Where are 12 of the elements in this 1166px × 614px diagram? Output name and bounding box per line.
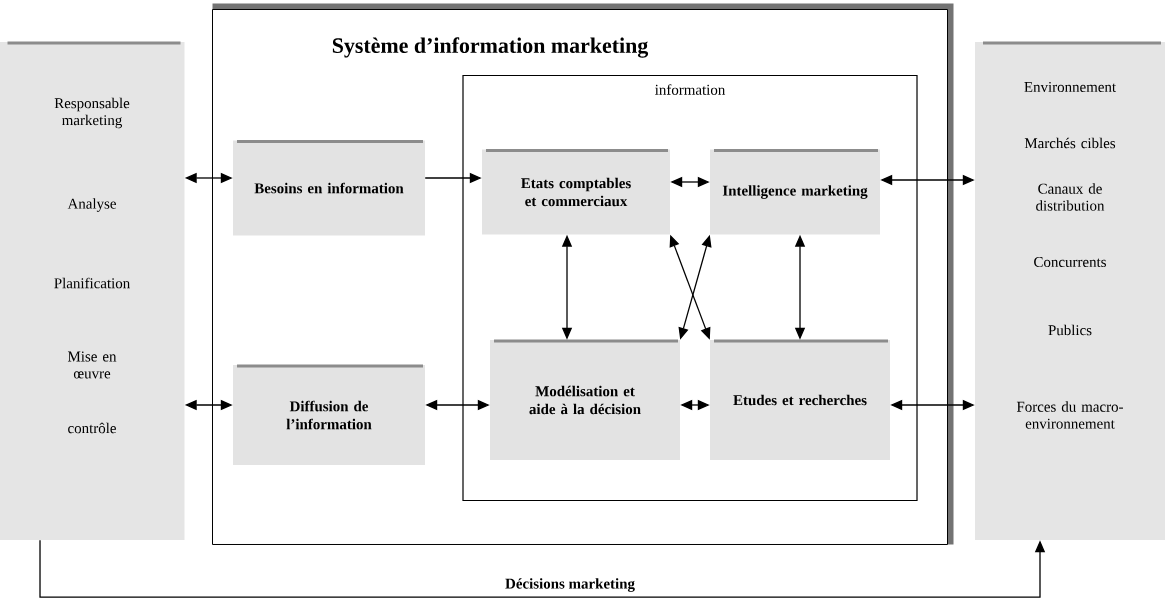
panel-item: Analyse — [67, 198, 116, 212]
panel-item: contrôle — [68, 422, 116, 434]
panel-item: Responsable marketing — [54, 97, 130, 129]
panel-item: Concurrents — [1034, 257, 1106, 267]
panel-item: Forces du macro-environnement — [1016, 401, 1123, 429]
panel-item: Canaux de distribution — [1036, 183, 1105, 211]
panel-item: Mise en œuvre — [67, 351, 117, 379]
edge-label: Décisions marketing — [503, 576, 637, 594]
panel-item: Publics — [1048, 324, 1092, 336]
panel-item: Environnement — [1024, 82, 1116, 92]
panel-item: Marchés cibles — [1024, 137, 1116, 149]
panel-item: Planification — [54, 277, 130, 289]
